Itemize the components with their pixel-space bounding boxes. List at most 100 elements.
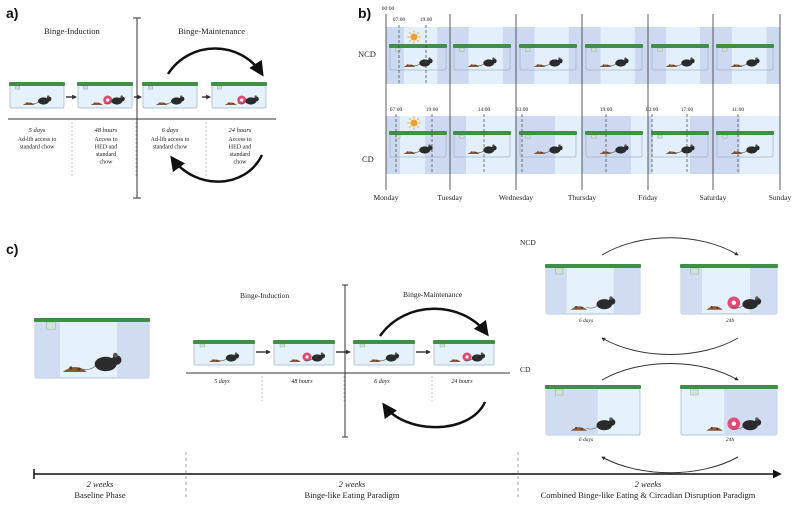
b-ncd-dark-band — [568, 27, 582, 84]
b-cd-cage-2 — [453, 131, 511, 158]
water-bottle-icon — [15, 85, 20, 90]
panel-c: c) Binge-Induction Binge-Maintenance 5 d… — [6, 237, 782, 500]
cage-lid — [453, 44, 511, 48]
a-duration-2: 48 hours — [95, 127, 118, 134]
a-cages — [9, 82, 267, 109]
water-bottle-icon — [690, 388, 699, 396]
a-duration-4: 24 hours — [229, 127, 252, 134]
c-ncd-arrow-bottom — [601, 337, 739, 355]
cage-lid — [585, 44, 643, 48]
mouse-icon — [738, 144, 760, 154]
cage-lid — [193, 340, 255, 344]
c-binge-cage-4 — [433, 340, 495, 366]
chow-pile-icon — [706, 426, 723, 431]
a-cage-4 — [211, 82, 267, 109]
panel-b-label: b) — [358, 5, 371, 21]
mouse-icon — [541, 144, 563, 154]
a-desc-4-3: standard — [230, 152, 250, 158]
cage-lid — [353, 340, 415, 344]
cage-shade — [613, 267, 640, 314]
water-bottle-icon — [199, 343, 206, 348]
cage-lid — [77, 82, 133, 86]
b-ncd-dark-band — [634, 27, 648, 84]
b-day-7: Sunday — [769, 193, 792, 202]
cage-lid — [680, 385, 778, 389]
water-bottle-icon — [722, 47, 728, 52]
water-bottle-icon — [83, 85, 88, 90]
a-desc-1-1: Ad-lib access to — [18, 137, 57, 143]
mouse-icon — [541, 57, 563, 67]
b-cd-cage-3 — [519, 131, 577, 158]
chow-pile-icon — [570, 305, 588, 310]
cage-lid — [34, 318, 150, 322]
mouse-icon — [607, 57, 629, 67]
water-bottle-icon — [657, 47, 663, 52]
mouse-icon — [585, 296, 616, 310]
mouse-icon — [673, 57, 695, 67]
cage-lid — [519, 44, 577, 48]
water-bottle-icon — [555, 388, 564, 396]
a-cage-3 — [142, 82, 198, 109]
donut-icon — [462, 352, 472, 362]
b-cd-cage-6 — [716, 131, 774, 158]
c-duration-2: 48 hours — [291, 378, 313, 385]
chow-pile-icon — [90, 102, 103, 105]
b-ncd-dark-band — [502, 27, 516, 84]
b-ncd-dark-band — [713, 27, 732, 84]
c-phase-name-2: Binge-like Eating Paradigm — [305, 490, 400, 500]
mouse-icon — [731, 417, 762, 431]
water-bottle-icon — [525, 47, 531, 52]
b-ncd-dark-band — [648, 27, 667, 84]
water-bottle-icon — [395, 47, 401, 52]
mouse-icon — [237, 95, 259, 105]
cage-lid — [716, 131, 774, 135]
b-day-3: Wednesday — [499, 193, 534, 202]
chow-pile-icon — [209, 359, 221, 362]
water-bottle-icon — [657, 134, 663, 139]
b-row-cd: CD — [362, 154, 374, 164]
a-desc-2-2: HED and — [95, 145, 118, 151]
cage-lid — [680, 264, 778, 268]
b-ncd-cage-3 — [519, 44, 577, 71]
c-circadian-cages — [545, 264, 778, 436]
a-loop-arrow-top — [166, 47, 264, 77]
a-desc-4-4: chow — [234, 160, 248, 166]
c-right-ncd: NCD — [520, 238, 536, 247]
a-duration-1: 5 days — [29, 127, 46, 134]
cage-lid — [211, 82, 267, 86]
chow-pile-icon — [706, 305, 723, 310]
water-bottle-icon — [459, 134, 465, 139]
donut-icon — [727, 417, 741, 431]
b-cd-dark-band-3 — [516, 116, 555, 174]
c-phase-weeks-2: 2 weeks — [339, 479, 366, 489]
cage-lid — [651, 131, 709, 135]
mouse-icon — [163, 95, 185, 105]
c-cd-arrow-bottom — [601, 456, 739, 474]
c-binge-cage-3 — [353, 340, 415, 366]
chow-pile-icon — [570, 426, 588, 431]
b-ncd-cage-4 — [585, 44, 643, 71]
c-right-duration-1: 6 days — [579, 318, 593, 324]
donut-icon — [103, 95, 113, 105]
water-bottle-icon — [439, 343, 446, 348]
a-desc-1-2: standard chow — [20, 145, 55, 151]
c-phase-weeks-1: 2 weeks — [87, 479, 114, 489]
c-loop-arrow-bottom — [382, 401, 487, 429]
a-duration-3: 6 days — [162, 127, 179, 134]
c-right-duration-3: 6 days — [579, 437, 593, 443]
c-binge-cages — [193, 340, 495, 366]
c-ncd-cage-1 — [545, 264, 641, 315]
chow-pile-icon — [369, 359, 381, 362]
a-maintenance-title: Binge-Maintenance — [178, 26, 245, 36]
b-light-dark-bands — [386, 27, 780, 174]
b-ncd-dark-band — [386, 27, 404, 84]
water-bottle-icon — [525, 134, 531, 139]
water-bottle-icon — [217, 85, 222, 90]
b-ncd-dark-band — [582, 27, 601, 84]
cage-lid — [651, 44, 709, 48]
panel-a-label: a) — [6, 5, 18, 21]
b-cd-dark-band — [690, 116, 714, 174]
b-cd-time-2: 19:00 — [426, 107, 439, 113]
